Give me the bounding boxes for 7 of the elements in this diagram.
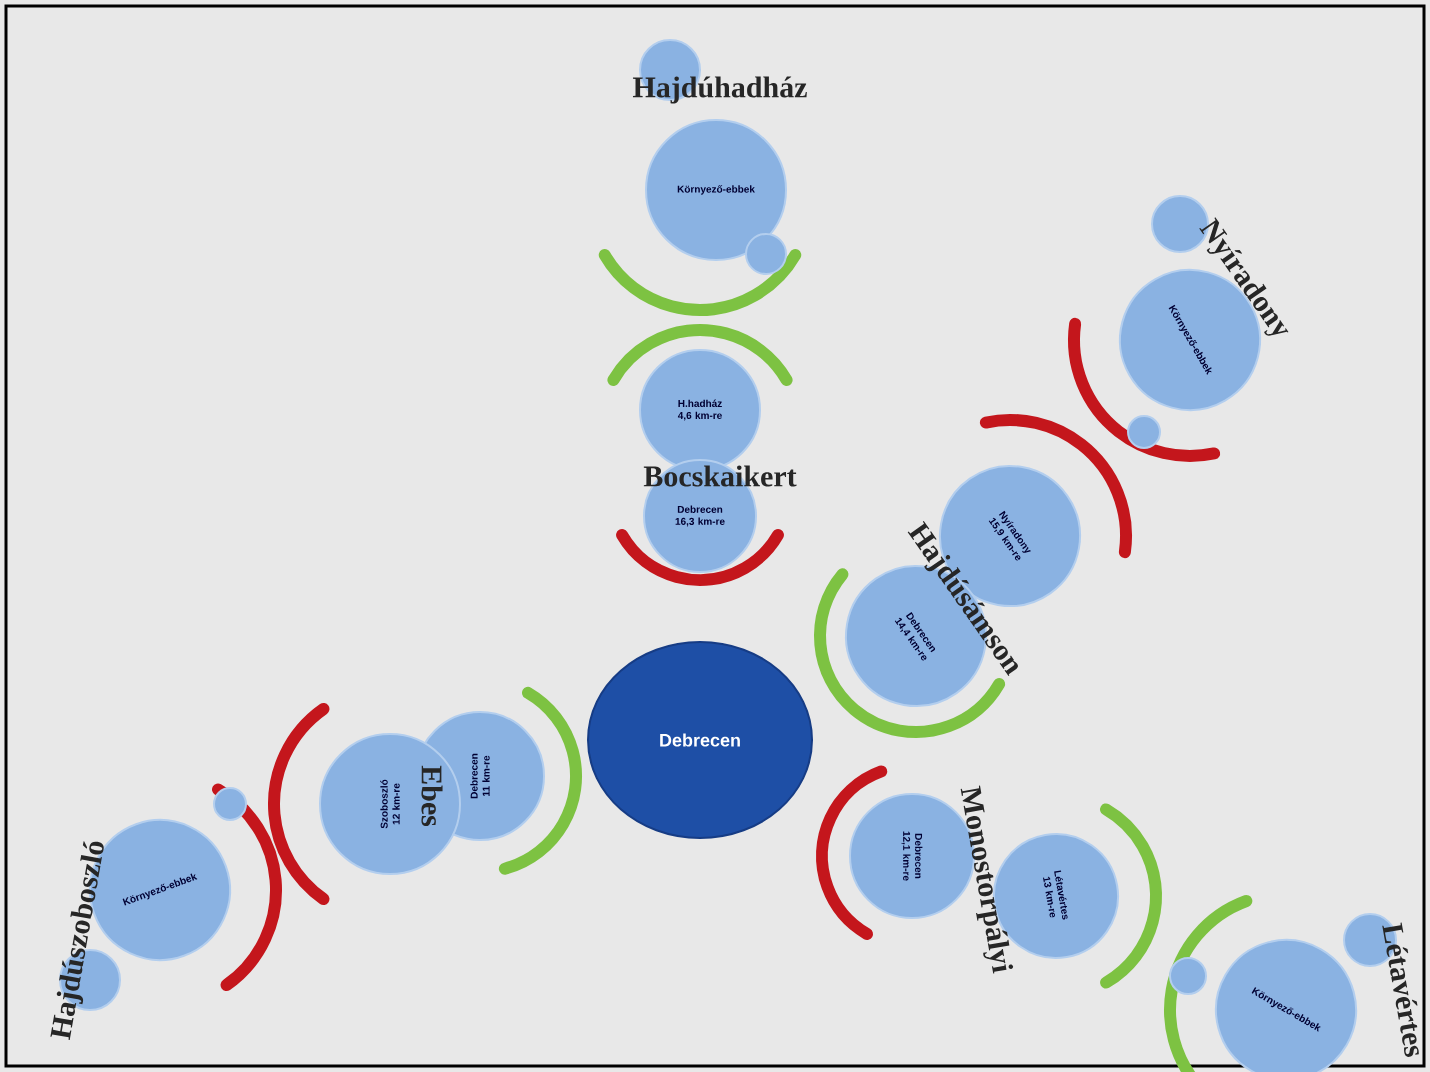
- small-circle: [745, 233, 787, 275]
- town-label: Bocskaikert: [643, 465, 797, 487]
- town-label: Létavértes: [1382, 922, 1419, 1057]
- small-circle: [1169, 957, 1207, 995]
- small-circle: [213, 787, 247, 821]
- town-label: Hajdúhadház: [633, 76, 807, 104]
- town-label: Ebes: [421, 765, 443, 827]
